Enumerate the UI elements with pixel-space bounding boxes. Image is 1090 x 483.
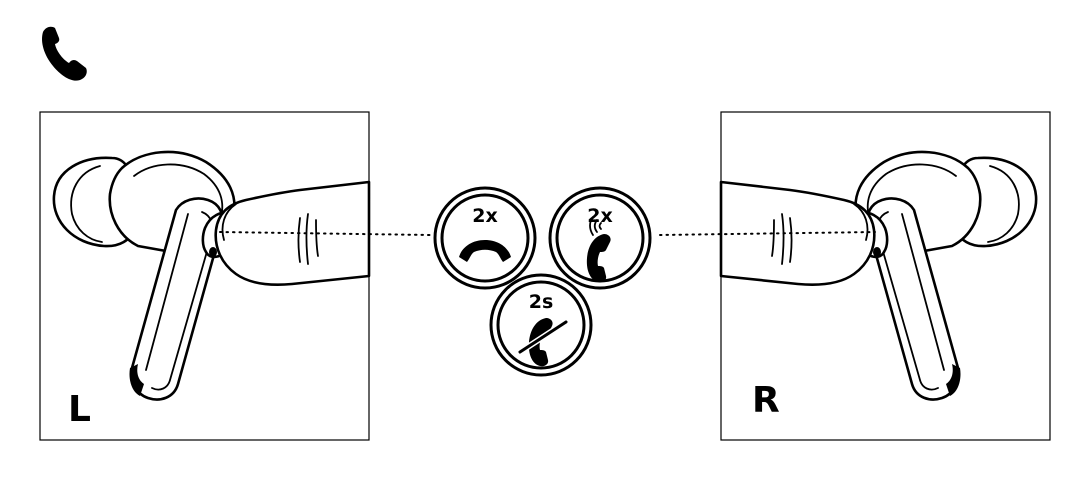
- answer-call-count: 2x: [587, 205, 612, 227]
- end-call-badge: 2x: [433, 186, 537, 290]
- right-earbud-panel: R: [719, 111, 1051, 441]
- left-earbud-panel: L: [39, 111, 371, 441]
- left-side-label: L: [68, 389, 91, 430]
- reject-call-duration: 2s: [529, 291, 554, 313]
- end-call-count: 2x: [472, 205, 497, 227]
- reject-call-badge: 2s: [489, 273, 593, 377]
- ringing-phone-icon: [586, 216, 611, 283]
- phone-slash-icon: [517, 318, 569, 367]
- right-side-label: R: [752, 380, 780, 421]
- phone-icon: [42, 26, 87, 81]
- answer-call-badge: 2x: [548, 186, 652, 290]
- left-guide-line: [219, 231, 431, 236]
- hang-up-icon: [459, 240, 511, 262]
